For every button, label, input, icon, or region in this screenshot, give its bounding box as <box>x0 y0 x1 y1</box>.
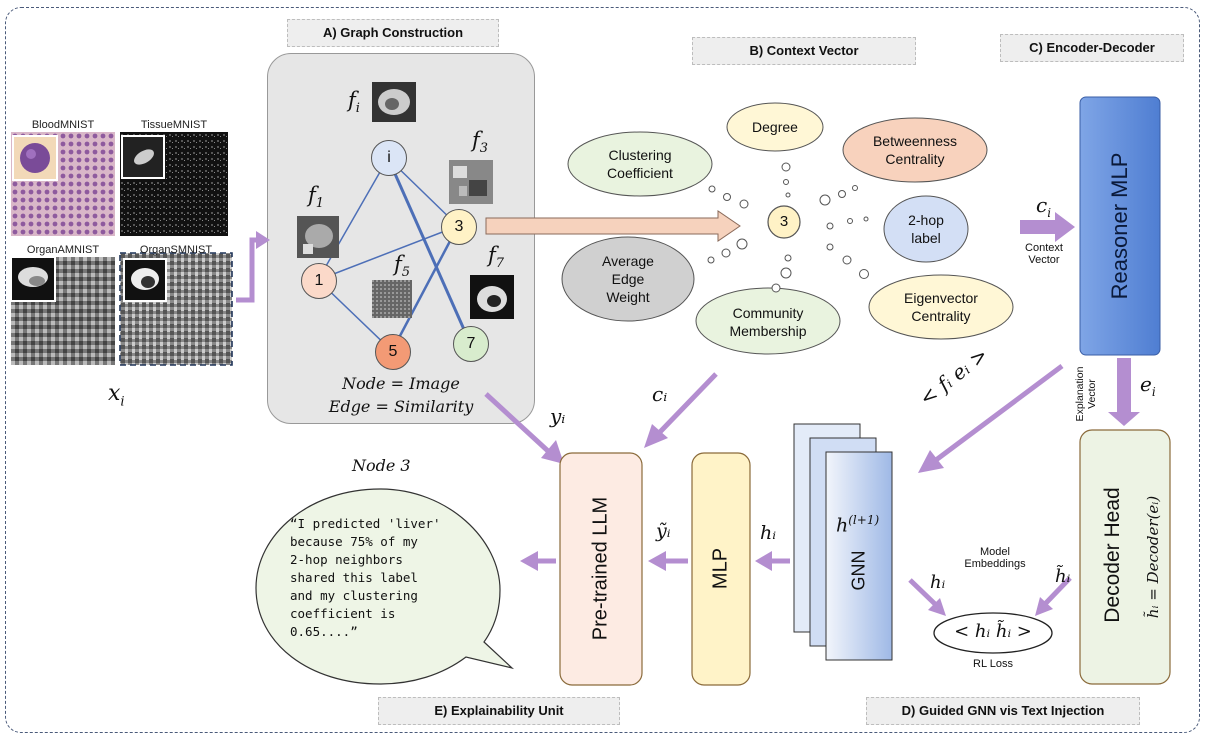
bloodmnist-label: BloodMNIST <box>31 119 95 131</box>
decoder-hi-tilde-label: h̃ᵢ <box>1055 566 1071 587</box>
yi-label: yᵢ <box>550 404 566 428</box>
ei-label: ei <box>1140 372 1156 399</box>
section-label-encoder-decoder: C) Encoder-Decoder <box>1000 34 1184 62</box>
cloud-2hop-label: 2-hop label <box>908 212 944 246</box>
feature-label-fi: fi <box>348 88 360 117</box>
model-embeddings-label: Model Embeddings <box>964 546 1026 570</box>
cloud-betweenness-shape <box>842 117 988 183</box>
gnn-label: GNN <box>848 550 869 591</box>
cloud-avg-edge-shape <box>561 236 695 322</box>
gnn-layer-label: h(l+1) <box>836 513 880 537</box>
organamnist-label: OrganAMNIST <box>26 244 100 256</box>
mlp-label: MLP <box>709 547 732 590</box>
speech-bubble-shape <box>255 488 515 685</box>
feature-label-f7: f7 <box>488 243 505 272</box>
yi-tilde-label: ỹᵢ <box>656 520 671 542</box>
feature-label-f5: f5 <box>394 252 411 281</box>
context-center-node: 3 <box>779 213 789 230</box>
cloud-clustering-coefficient: Clustering Coefficient <box>607 147 673 181</box>
graph-node-i: i <box>371 140 407 176</box>
cloud-clustering-shape <box>567 131 713 197</box>
speech-line-4: shared this label <box>290 570 418 585</box>
input-to-graph-arrowhead <box>256 231 270 249</box>
cloud-degree-shape <box>726 102 824 152</box>
section-label-explainability-unit: E) Explainability Unit <box>378 697 620 725</box>
feature-image-f5 <box>372 280 412 318</box>
explanation-to-gnn-arrow <box>934 363 1064 463</box>
cloud-community-shape <box>695 287 841 355</box>
decoder-formula: h̃ᵢ = Decoder(eᵢ) <box>1144 495 1162 619</box>
graph-node-5: 5 <box>375 334 411 370</box>
speech-line-1: “I predicted 'liver' <box>290 516 441 531</box>
feature-image-fi <box>372 82 416 122</box>
feature-image-f3 <box>449 160 493 204</box>
tissuemnist-label: TissueMNIST <box>140 119 208 131</box>
graph-to-llm-arrow <box>484 392 550 453</box>
feature-label-f3: f3 <box>472 128 489 157</box>
cloud-average-edge-weight: Average Edge Weight <box>602 253 654 305</box>
edge-3-5 <box>390 225 460 352</box>
speech-line-2: because 75% of my <box>290 534 418 549</box>
context-center-node-shape <box>767 205 801 239</box>
speech-line-6: coefficient is <box>290 606 396 621</box>
feature-image-f7 <box>470 275 514 319</box>
cloud-eigenvector-shape <box>868 274 1014 340</box>
organsmnist-thumbnail <box>118 251 234 367</box>
hi-to-mlp-label: hᵢ <box>760 522 777 544</box>
context-to-reasoner-arrow <box>1020 212 1075 242</box>
context-ci-label: ci <box>1036 193 1052 220</box>
gnn-layer-front <box>825 451 893 661</box>
edge-i-1 <box>317 157 389 281</box>
section-label-guided-gnn: D) Guided GNN vis Text Injection <box>866 697 1140 725</box>
graph-caption-node: Node = Image <box>342 374 460 393</box>
input-to-graph-arrow <box>236 237 258 303</box>
gnn-hi-label: hᵢ <box>930 572 946 593</box>
cloud-betweenness-centrality: Betweenness Centrality <box>872 133 958 167</box>
node-title: Node 3 <box>352 456 411 475</box>
reasoner-mlp-label: Reasoner MLP <box>1107 152 1132 300</box>
section-label-graph-construction: A) Graph Construction <box>287 19 499 47</box>
decoder-head-label: Decoder Head <box>1101 487 1124 623</box>
ci-to-llm-label: cᵢ <box>652 382 668 406</box>
reasoner-to-decoder-arrow <box>1108 358 1140 426</box>
cloud-degree: Degree <box>752 119 798 135</box>
context-vector-label: Context Vector <box>1025 242 1063 266</box>
explanation-vector-label: Explanation Vector <box>1074 366 1098 422</box>
graph-to-context-arrow <box>485 210 741 242</box>
llm-box <box>559 452 643 686</box>
speech-line-5: and my clustering <box>290 588 418 603</box>
cloud-2hop-shape <box>883 195 969 263</box>
gnn-to-rl-arrow <box>908 578 937 606</box>
decoder-head-box <box>1079 429 1171 685</box>
organsmnist-label: OrganSMNIST <box>139 244 213 256</box>
speech-line-7: 0.65....” <box>290 624 358 639</box>
outer-frame <box>5 7 1200 733</box>
llm-label: Pre-trained LLM <box>589 496 612 641</box>
graph-node-7: 7 <box>453 326 489 362</box>
bloodmnist-thumbnail <box>11 132 115 236</box>
speech-line-3: 2-hop neighbors <box>290 552 403 567</box>
decoder-to-rl-arrow <box>1043 576 1072 606</box>
edge-i-7 <box>386 157 472 344</box>
edge-1-3 <box>317 225 459 281</box>
input-label: xi <box>108 381 125 410</box>
section-label-context-vector: B) Context Vector <box>692 37 916 65</box>
context-to-llm-arrow <box>658 372 718 434</box>
reasoner-mlp-box <box>1079 96 1161 356</box>
organamnist-thumbnail <box>10 256 115 365</box>
rl-loss-ellipse <box>933 612 1053 654</box>
graph-caption-edge: Edge = Similarity <box>328 397 474 416</box>
rl-pair-label: < hᵢ h̃ᵢ > <box>954 621 1032 642</box>
cloud-eigenvector-centrality: Eigenvector Centrality <box>904 290 978 324</box>
feature-label-f1: f1 <box>308 183 325 212</box>
rl-loss-label: RL Loss <box>973 658 1013 670</box>
mlp-box <box>691 452 751 686</box>
graph-node-3: 3 <box>441 209 477 245</box>
graph-node-1: 1 <box>301 263 337 299</box>
feature-image-f1 <box>297 216 339 258</box>
cloud-community-membership: Community Membership <box>729 305 807 339</box>
tissuemnist-thumbnail <box>120 132 228 236</box>
